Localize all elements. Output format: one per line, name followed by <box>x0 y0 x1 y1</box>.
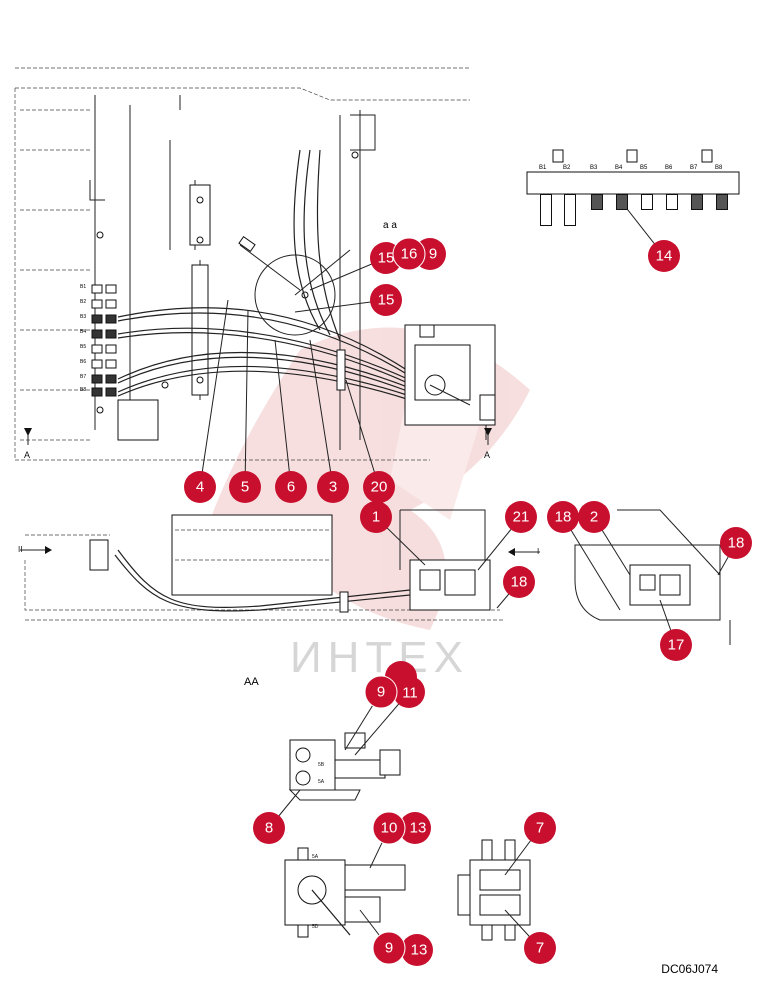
callout-17: 17 <box>660 629 692 661</box>
side-detail-view <box>574 509 731 645</box>
valve-detail-rear <box>457 839 531 941</box>
callout-18-b: 18 <box>720 527 752 559</box>
svg-text:5A: 5A <box>312 854 319 860</box>
svg-text:5B: 5B <box>318 762 325 768</box>
svg-text:9: 9 <box>377 684 385 701</box>
port-label: B4 <box>615 165 623 171</box>
callout-3: 3 <box>317 471 349 503</box>
svg-text:A: A <box>484 450 490 460</box>
svg-text:14: 14 <box>656 248 673 265</box>
svg-text:2: 2 <box>590 509 598 526</box>
port-fitting <box>716 194 728 210</box>
callout-2: 2 <box>578 501 610 533</box>
valve-detail-lower: 5A 5D <box>284 847 406 938</box>
port-label: B8 <box>715 165 723 171</box>
callout-9-lower: 9 <box>372 931 406 965</box>
callout-7-top: 7 <box>524 812 556 844</box>
section-view-label: AA <box>244 676 259 688</box>
callout-18-a: 18 <box>547 501 579 533</box>
port-fitting <box>616 194 628 210</box>
svg-text:17: 17 <box>668 637 685 654</box>
svg-text:7: 7 <box>536 940 544 957</box>
svg-text:18: 18 <box>511 574 528 591</box>
svg-text:4: 4 <box>196 479 204 496</box>
watermark-text: ИНТЕХ <box>290 633 469 682</box>
frame-top-view <box>14 67 470 461</box>
callout-20: 20 <box>363 471 395 503</box>
port-fitting <box>591 194 603 210</box>
svg-text:20: 20 <box>371 479 388 496</box>
svg-text:6: 6 <box>287 479 295 496</box>
port-fitting <box>691 194 703 210</box>
callout-6: 6 <box>275 471 307 503</box>
svg-text:5D: 5D <box>312 924 319 930</box>
callout-7-bottom: 7 <box>524 932 556 964</box>
svg-text:13: 13 <box>410 820 427 837</box>
section-arrow-left: A <box>24 428 32 460</box>
callout-5: 5 <box>229 471 261 503</box>
callout-14: 14 <box>648 240 680 272</box>
side-port-label: B3 <box>80 314 87 320</box>
svg-text:II: II <box>18 545 22 554</box>
control-valve-top-view <box>404 324 496 440</box>
svg-text:10: 10 <box>381 820 398 837</box>
svg-text:15: 15 <box>378 292 395 309</box>
svg-text:3: 3 <box>329 479 337 496</box>
section-marker-small: a a <box>383 220 397 231</box>
section-arrow-right: A <box>484 428 492 460</box>
callout-8: 8 <box>253 812 285 844</box>
hose-bundle-top <box>117 149 411 401</box>
callout-1: 1 <box>360 501 392 533</box>
side-port-label: B1 <box>80 284 87 290</box>
svg-text:13: 13 <box>411 942 428 959</box>
port-fitting <box>666 194 678 210</box>
side-port-label: B7 <box>80 374 87 380</box>
svg-text:18: 18 <box>555 509 572 526</box>
valve-detail-upper: 5B 5A <box>288 732 401 801</box>
side-port-fittings <box>91 284 117 397</box>
svg-text:I: I <box>537 547 539 556</box>
svg-text:16: 16 <box>401 246 418 263</box>
svg-text:1: 1 <box>372 509 380 526</box>
svg-text:15: 15 <box>378 250 395 267</box>
port-label: B2 <box>563 165 571 171</box>
callout-9-aa: 9 <box>364 675 398 709</box>
callout-21: 21 <box>505 501 537 533</box>
callout-4: 4 <box>184 471 216 503</box>
svg-text:11: 11 <box>402 685 418 702</box>
callout-16: 16 <box>392 237 426 271</box>
port-label: B5 <box>640 165 648 171</box>
svg-text:8: 8 <box>265 820 273 837</box>
side-port-label: B4 <box>80 329 87 335</box>
port-fitting <box>564 194 576 226</box>
port-fitting <box>540 194 552 226</box>
side-port-label: B2 <box>80 299 87 305</box>
callout-10: 10 <box>372 811 406 845</box>
svg-text:A: A <box>24 450 30 460</box>
port-label: B1 <box>539 165 547 171</box>
frame-side-view: II I <box>18 509 540 621</box>
side-port-label: B5 <box>80 344 87 350</box>
side-port-label: B6 <box>80 359 87 365</box>
svg-text:5: 5 <box>241 479 249 496</box>
side-port-label: B8 <box>80 387 87 393</box>
callout-15: 15 <box>370 284 402 316</box>
callout-18-c: 18 <box>503 566 535 598</box>
port-label: B3 <box>590 165 598 171</box>
port-label: B6 <box>665 165 673 171</box>
port-fitting <box>641 194 653 210</box>
manifold-port-view <box>526 149 740 195</box>
callout-13-upper: 13 <box>399 812 431 844</box>
svg-text:21: 21 <box>513 509 530 526</box>
port-label: B7 <box>690 165 698 171</box>
svg-text:18: 18 <box>728 535 745 552</box>
svg-text:5A: 5A <box>318 779 325 785</box>
svg-text:9: 9 <box>429 246 437 263</box>
svg-text:7: 7 <box>536 820 544 837</box>
svg-text:9: 9 <box>385 940 393 957</box>
drawing-code: DC06J074 <box>661 962 718 976</box>
leader-lines <box>199 199 737 949</box>
callout-13-lower: 13 <box>401 934 433 966</box>
